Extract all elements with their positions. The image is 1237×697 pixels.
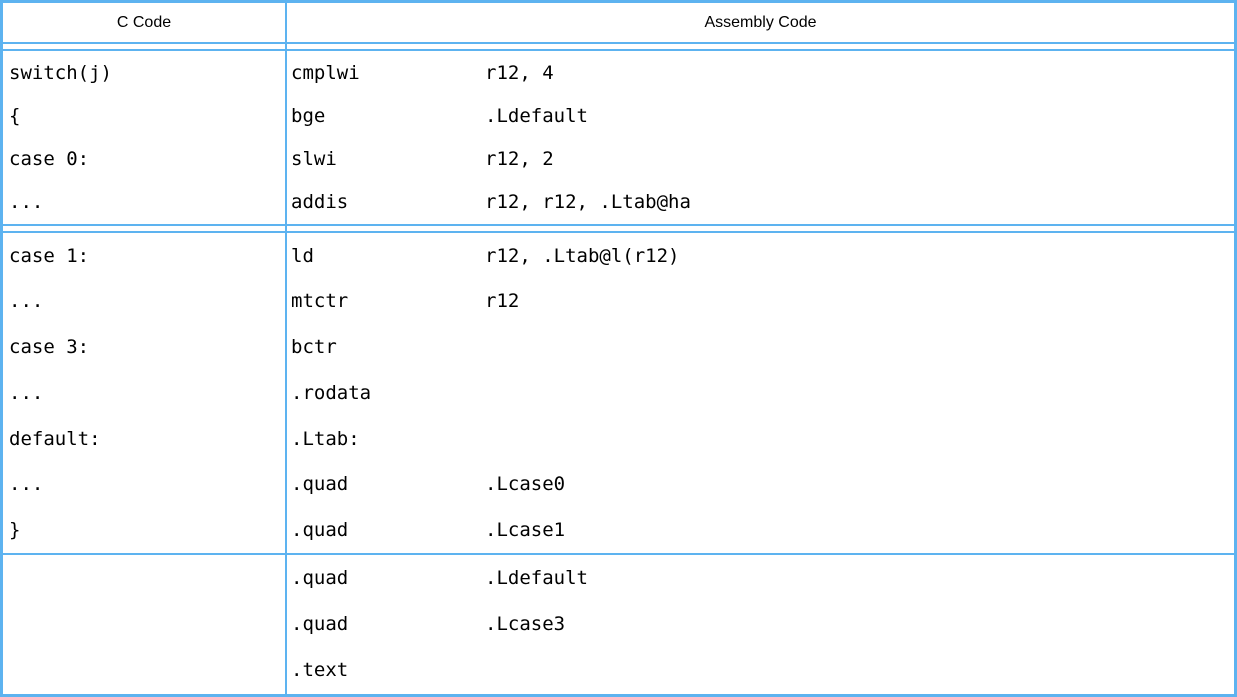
asm-mnemonic: cmplwi: [291, 61, 360, 84]
table-section: case 1: ld r12, .Ltab@l(r12)... mtctr r12 cas…: [3, 233, 1234, 553]
asm-operands: r12, .Ltab@l(r12): [485, 244, 680, 267]
asm-mnemonic: mtctr: [291, 290, 349, 313]
asm-operands: .Lcase3: [485, 613, 566, 635]
c-code-cell: }: [9, 519, 21, 542]
asm-mnemonic: .quad: [291, 519, 349, 542]
asm-operands: r12, 2: [485, 147, 554, 170]
asm-operands: .Lcase0: [485, 473, 566, 496]
asm-mnemonic: bctr: [291, 336, 337, 359]
asm-mnemonic: bge: [291, 104, 326, 127]
asm-mnemonic: .quad: [291, 567, 349, 589]
table-row: ... addis r12, r12, .Ltab@ha: [3, 181, 1234, 224]
header-divider-double: [3, 42, 1234, 51]
asm-mnemonic: slwi: [291, 147, 337, 170]
c-code-cell: ...: [9, 473, 44, 496]
c-code-cell: case 3:: [9, 336, 90, 359]
assembly-cell: cmplwi r12, 4: [287, 62, 1234, 84]
assembly-cell: .quad .Ldefault: [287, 567, 1234, 589]
assembly-cell: mtctr r12: [287, 290, 1234, 312]
assembly-cell: ld r12, .Ltab@l(r12): [287, 245, 1234, 267]
asm-mnemonic: .quad: [291, 473, 349, 496]
table-row: switch(j) cmplwi r12, 4: [3, 51, 1234, 94]
asm-operands: r12, 4: [485, 61, 554, 84]
asm-mnemonic: ld: [291, 244, 314, 267]
table-row: case 0: slwi r12, 2: [3, 137, 1234, 180]
table-row: .text: [3, 647, 1234, 693]
table-row: default: .Ltab:: [3, 416, 1234, 462]
c-code-cell: ...: [9, 191, 44, 214]
asm-mnemonic: .rodata: [291, 381, 372, 404]
table-row: } .quad .Lcase1: [3, 507, 1234, 553]
asm-mnemonic: addis: [291, 191, 349, 214]
asm-operands: .Ldefault: [485, 567, 588, 589]
table-body: switch(j) cmplwi r12, 4 { bge .Ldefault case 0…: [3, 51, 1234, 693]
asm-mnemonic: .text: [291, 659, 349, 681]
asm-operands: .Lcase1: [485, 519, 566, 542]
asm-mnemonic: .Ltab:: [291, 427, 360, 450]
section-divider-double: [3, 223, 1234, 233]
table-row: .quad .Ldefault: [3, 555, 1234, 601]
table-row: .quad .Lcase3: [3, 601, 1234, 647]
header-assembly-code: Assembly Code: [704, 13, 817, 31]
table-row: ... .rodata: [3, 370, 1234, 416]
c-code-cell: switch(j): [9, 61, 112, 84]
assembly-cell: .rodata: [287, 382, 1234, 404]
assembly-cell: .text: [287, 659, 1234, 681]
table-row: ... mtctr r12: [3, 279, 1234, 325]
table-row: case 3: bctr: [3, 324, 1234, 370]
table-row: ... .quad .Lcase0: [3, 462, 1234, 508]
assembly-cell: .Ltab:: [287, 428, 1234, 450]
c-code-cell: ...: [9, 381, 44, 404]
asm-operands: .Ldefault: [485, 104, 588, 127]
column-divider: [285, 3, 287, 694]
asm-operands: r12, r12, .Ltab@ha: [485, 191, 691, 214]
c-code-cell: ...: [9, 290, 44, 313]
table-section: .quad .Ldefault .quad .Lcase3 .text: [3, 555, 1234, 693]
section-divider-single: [3, 553, 1234, 555]
table-row: { bge .Ldefault: [3, 94, 1234, 137]
assembly-cell: bge .Ldefault: [287, 105, 1234, 127]
c-code-cell: case 0:: [9, 147, 90, 170]
table-row: case 1: ld r12, .Ltab@l(r12): [3, 233, 1234, 279]
table-header-row: C Code Assembly Code: [3, 3, 1234, 42]
asm-mnemonic: .quad: [291, 613, 349, 635]
c-code-cell: {: [9, 104, 21, 127]
asm-operands: r12: [485, 290, 520, 313]
assembly-cell: .quad .Lcase3: [287, 613, 1234, 635]
assembly-cell: addis r12, r12, .Ltab@ha: [287, 191, 1234, 213]
table-section: switch(j) cmplwi r12, 4 { bge .Ldefault case 0…: [3, 51, 1234, 224]
c-code-cell: default:: [9, 427, 101, 450]
assembly-cell: bctr: [287, 336, 1234, 358]
assembly-cell: slwi r12, 2: [287, 148, 1234, 170]
header-c-code: C Code: [116, 13, 172, 31]
assembly-cell: .quad .Lcase0: [287, 473, 1234, 495]
c-code-cell: case 1:: [9, 244, 90, 267]
assembly-cell: .quad .Lcase1: [287, 519, 1234, 541]
